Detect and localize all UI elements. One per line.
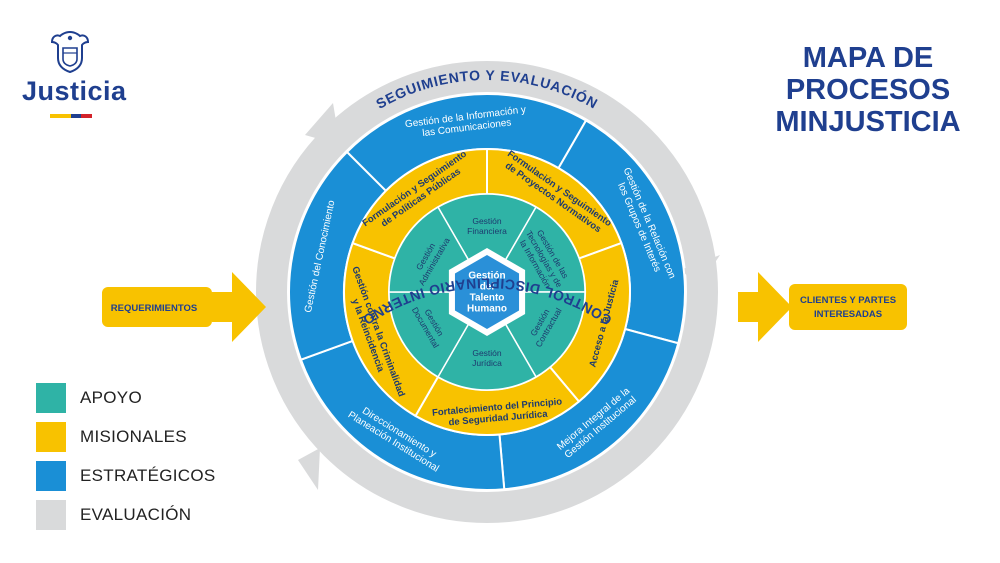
legend-swatch [36, 422, 66, 452]
text-line: Gestión [468, 271, 505, 282]
legend-item-evaluacion: EVALUACIÓN [36, 500, 216, 530]
text-line: Gestión [472, 216, 502, 226]
ring-arrow-right-icon [680, 255, 720, 285]
coat-of-arms-icon [50, 30, 90, 74]
legend: APOYO MISIONALES ESTRATÉGICOS EVALUACIÓN [36, 383, 216, 539]
page-title: MAPA DE PROCESOS MINJUSTICIA [748, 42, 988, 138]
legend-swatch [36, 461, 66, 491]
legend-item-estrategicos: ESTRATÉGICOS [36, 461, 216, 491]
text-line: Talento [470, 293, 505, 304]
ring-arrow-top-left-icon [305, 103, 340, 145]
logo-text: Justicia [22, 76, 127, 106]
input-box [102, 287, 212, 327]
legend-label: APOYO [80, 388, 142, 407]
ring-arrow-bottom-left-icon [298, 448, 320, 490]
legend-item-misionales: MISIONALES [36, 422, 216, 452]
title-line: MINJUSTICIA [775, 106, 961, 138]
text-line: Financiera [467, 226, 507, 236]
legend-label: ESTRATÉGICOS [80, 466, 216, 485]
evaluation-ring [256, 61, 718, 523]
input-arrow-icon [212, 272, 266, 342]
input-label: REQUERIMIENTOS [111, 303, 197, 314]
output-box [789, 284, 907, 330]
legend-label: MISIONALES [80, 427, 187, 446]
title-line: MAPA DE [802, 42, 934, 74]
output-arrow-icon [738, 272, 792, 342]
legend-swatch [36, 383, 66, 413]
text-line: Jurídica [472, 358, 502, 368]
text-line: del [480, 282, 495, 293]
flag-stripe [50, 114, 92, 118]
legend-swatch [36, 500, 66, 530]
legend-label: EVALUACIÓN [80, 505, 192, 524]
legend-item-apoyo: APOYO [36, 383, 216, 413]
title-line: PROCESOS [785, 74, 951, 106]
text-line: Humano [467, 304, 507, 315]
output-label: CLIENTES Y PARTES INTERESADAS [800, 295, 896, 320]
text-line: CLIENTES Y PARTES [800, 295, 896, 306]
text-line: INTERESADAS [814, 309, 882, 320]
center-hexagon [454, 255, 520, 329]
text-line: Gestión [472, 348, 502, 358]
